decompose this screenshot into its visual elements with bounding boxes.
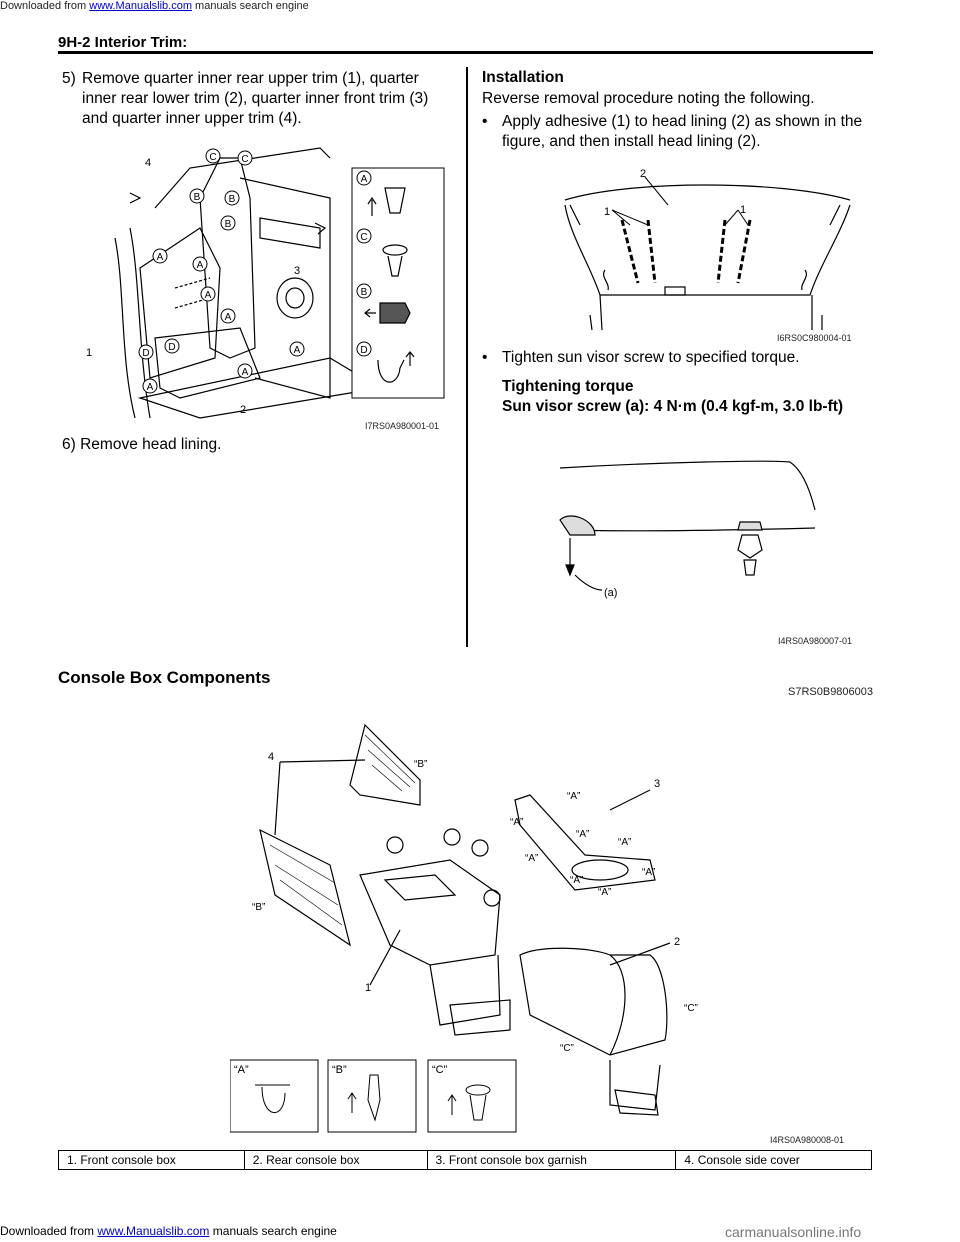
svg-text:C: C: [209, 152, 216, 163]
head-lining-figure: 1 1 2 I6RS0C980004-01: [564, 168, 852, 343]
svg-text:“C”: “C”: [560, 1043, 574, 1054]
bullet-dot: •: [482, 113, 488, 130]
download-prefix: Downloaded from: [0, 0, 90, 12]
manualslib-link-bottom[interactable]: www.Manualslib.com: [97, 1224, 210, 1238]
console-box-figure: 4 1 3 2 “B” “B” “A” “A” “A” “A” “A” “A” …: [230, 723, 844, 1145]
sun-visor-screw-figure: (a) I4RS0A980007-01: [559, 460, 852, 646]
fig1-label-3: 3: [294, 265, 300, 277]
console-fig-code: I4RS0A980008-01: [770, 1135, 844, 1145]
console-label-4: 4: [268, 751, 274, 763]
console-label-2: 2: [674, 936, 680, 948]
legend-item-4: 4. Console side cover: [675, 1150, 872, 1170]
quarter-trim-figure: 4 1 3 2 C C B B B A A A A D D A A A A C B D I7RS0A…: [86, 147, 445, 431]
fig3-label-a: (a): [604, 587, 617, 599]
svg-text:“A”: “A”: [570, 875, 583, 886]
header-rule: [58, 51, 873, 54]
legend-item-1: 1. Front console box: [58, 1150, 245, 1170]
legend-row: 1. Front console box 2. Rear console box…: [58, 1150, 872, 1170]
svg-text:C: C: [241, 154, 248, 165]
svg-text:A: A: [242, 367, 249, 378]
svg-text:A: A: [205, 290, 212, 301]
manualslib-link[interactable]: www.Manualslib.com: [89, 0, 192, 12]
svg-text:“A”: “A”: [598, 887, 611, 898]
svg-text:“A”: “A”: [567, 791, 580, 802]
installation-heading: Installation: [482, 69, 564, 86]
svg-text:A: A: [294, 345, 301, 356]
fig1-label-1: 1: [86, 347, 92, 359]
bullet-adhesive: • Apply adhesive (1) to head lining (2) …: [482, 112, 872, 152]
torque-heading: Tightening torque: [502, 378, 634, 395]
svg-text:D: D: [142, 348, 149, 359]
bullet-torque: • Tighten sun visor screw to specified t…: [482, 348, 872, 368]
bullet-dot: •: [482, 349, 488, 366]
inset-label-b: “B”: [332, 1064, 347, 1076]
installation-text: Reverse removal procedure noting the fol…: [482, 90, 815, 107]
download-suffix: manuals search engine: [209, 1224, 337, 1238]
inset-label-a: “A”: [234, 1064, 249, 1076]
fig2-label-1b: 1: [740, 204, 746, 216]
inset-box-c: [427, 1059, 517, 1133]
download-banner-bottom: Downloaded from www.Manualslib.com manua…: [0, 1224, 960, 1242]
legend-item-2: 2. Rear console box: [243, 1150, 428, 1170]
svg-text:“C”: “C”: [684, 1003, 698, 1014]
svg-text:A: A: [361, 174, 368, 185]
inset-label-c: “C”: [432, 1064, 448, 1076]
svg-text:A: A: [157, 252, 164, 263]
svg-text:“B”: “B”: [414, 759, 427, 770]
column-divider: [466, 67, 468, 647]
inset-box-b: [327, 1059, 417, 1133]
clip-detail-box: [351, 167, 445, 399]
fig2-code: I6RS0C980004-01: [777, 333, 852, 343]
download-banner-top: Downloaded from www.Manualslib.com manua…: [0, 0, 960, 18]
svg-text:“A”: “A”: [618, 837, 631, 848]
page-header-title: 9H-2 Interior Trim:: [58, 34, 188, 51]
fig1-label-2: 2: [240, 404, 246, 416]
fig2-label-1a: 1: [604, 206, 610, 218]
svg-text:B: B: [194, 192, 201, 203]
step-6-number: 6): [62, 436, 76, 453]
console-section-heading: Console Box Components: [58, 668, 271, 687]
console-label-1: 1: [365, 982, 371, 994]
svg-text:B: B: [225, 219, 232, 230]
bullet-torque-text: Tighten sun visor screw to specified tor…: [502, 349, 800, 366]
watermark-text: carmanualsonline.info: [725, 1224, 862, 1240]
svg-text:B: B: [361, 287, 368, 298]
svg-text:“B”: “B”: [252, 902, 265, 913]
svg-text:C: C: [360, 232, 367, 243]
legend-table: 1. Front console box 2. Rear console box…: [58, 1150, 872, 1170]
svg-text:D: D: [360, 345, 367, 356]
svg-text:A: A: [225, 312, 232, 323]
download-suffix: manuals search engine: [191, 0, 309, 12]
svg-text:A: A: [147, 382, 154, 393]
download-prefix: Downloaded from: [0, 1224, 98, 1238]
svg-text:“A”: “A”: [576, 829, 589, 840]
console-section-code: S7RS0B9806003: [788, 686, 874, 698]
svg-text:B: B: [229, 194, 236, 205]
svg-text:“A”: “A”: [510, 817, 523, 828]
step-5-text: Remove quarter inner rear upper trim (1)…: [82, 70, 429, 127]
fig1-code: I7RS0A980001-01: [365, 421, 439, 431]
svg-text:D: D: [168, 342, 175, 353]
bullet-adhesive-text: Apply adhesive (1) to head lining (2) as…: [502, 113, 863, 150]
svg-text:A: A: [197, 260, 204, 271]
step-6: 6) Remove head lining.: [62, 435, 221, 455]
torque-value: Sun visor screw (a): 4 N·m (0.4 kgf-m, 3…: [502, 398, 844, 415]
fig3-code: I4RS0A980007-01: [778, 636, 852, 646]
console-label-3: 3: [654, 778, 660, 790]
step-5: 5) Remove quarter inner rear upper trim …: [62, 69, 454, 129]
legend-item-3: 3. Front console box garnish: [426, 1150, 677, 1170]
step-6-text: Remove head lining.: [80, 436, 222, 453]
svg-text:“A”: “A”: [642, 867, 655, 878]
step-5-number: 5): [62, 70, 76, 87]
fig1-label-4: 4: [145, 157, 151, 169]
inset-box-a: [230, 1059, 319, 1133]
svg-text:“A”: “A”: [525, 853, 538, 864]
fig2-label-2: 2: [640, 168, 646, 180]
